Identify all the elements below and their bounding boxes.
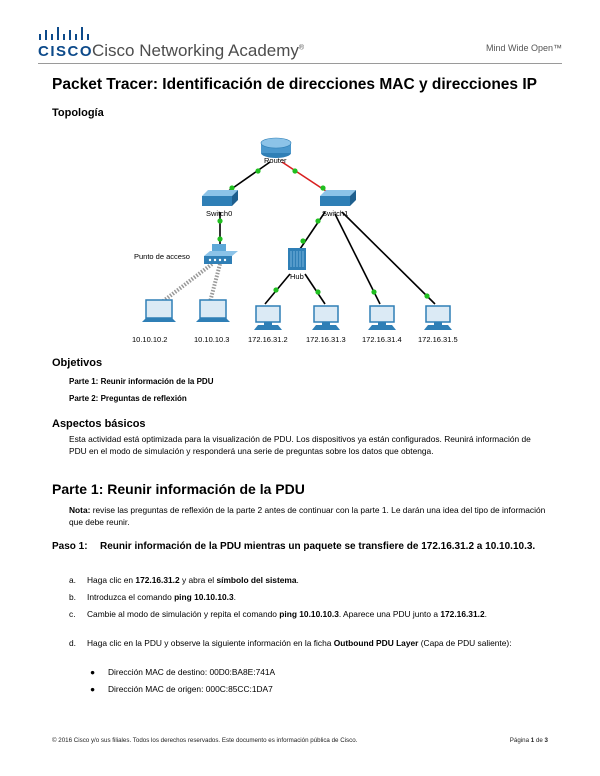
pc1-ip-label: 10.10.10.2: [132, 335, 167, 344]
pc3-ip-label: 172.16.31.2: [248, 335, 288, 344]
background-text: Esta actividad está optimizada para la v…: [69, 434, 531, 456]
laptop-pc1-icon: [142, 299, 176, 322]
footer-page-number: Página 1 de 3: [509, 737, 548, 744]
link-dot: [424, 293, 430, 299]
switch1-icon: [320, 190, 356, 206]
hub-label: Hub: [290, 272, 304, 281]
step1-number: Paso 1:: [52, 541, 88, 552]
pc3-icon: [254, 305, 282, 330]
footer-copyright: © 2016 Cisco y/o sus filiales. Todos los…: [52, 737, 358, 744]
link-dot: [371, 289, 377, 295]
link-dot: [217, 218, 223, 224]
wireless-ap-pc2: [208, 263, 222, 303]
header-divider: [38, 63, 562, 64]
link-switch1-pc6: [341, 211, 436, 305]
router-label: Router: [264, 156, 287, 165]
pc6-ip-label: 172.16.31.5: [418, 335, 458, 344]
switch0-icon: [202, 190, 238, 206]
router-icon: [260, 137, 292, 158]
tagline: Mind Wide Open™: [485, 43, 562, 53]
pc4-ip-label: 172.16.31.3: [306, 335, 346, 344]
step1-title: Reunir información de la PDU mientras un…: [100, 541, 536, 552]
part1-note: Nota: revise las preguntas de reflexión …: [69, 505, 549, 528]
laptop-pc2-icon: [196, 299, 230, 322]
topology-diagram: Router Switch0 Switch1 Punto de acceso H…: [132, 137, 458, 344]
link-dot: [320, 185, 326, 191]
bullet-icon: ●: [90, 684, 96, 694]
objectives-heading: Objetivos: [52, 357, 103, 369]
switch0-label: Switch0: [206, 209, 232, 218]
pc2-ip-label: 10.10.10.3: [194, 335, 229, 344]
link-switch1-pc5: [334, 213, 381, 305]
switch1-label: Switch1: [322, 209, 348, 218]
link-dot: [255, 168, 261, 174]
link-dot: [315, 218, 321, 224]
access-point-icon: [204, 244, 238, 264]
document-title: Packet Tracer: Identificación de direcci…: [52, 76, 537, 93]
link-switch1-hub: [297, 211, 326, 253]
pc5-ip-label: 172.16.31.4: [362, 335, 402, 344]
objective-part1: Parte 1: Reunir información de la PDU: [69, 377, 214, 386]
academy-name: Cisco Networking Academy®: [92, 41, 305, 60]
link-dot: [292, 168, 298, 174]
link-dot: [229, 185, 235, 191]
ap-label: Punto de acceso: [134, 252, 190, 261]
pc4-icon: [312, 305, 340, 330]
part1-heading: Parte 1: Reunir información de la PDU: [52, 481, 305, 497]
background-heading: Aspectos básicos: [52, 418, 146, 430]
note-text: revise las preguntas de reflexión de la …: [69, 505, 546, 527]
link-dot: [315, 289, 321, 295]
link-dot: [217, 236, 223, 242]
note-label: Nota:: [69, 505, 91, 515]
wireless-ap-pc1: [160, 262, 214, 304]
pc6-icon: [424, 305, 452, 330]
topology-heading: Topología: [52, 107, 104, 119]
hub-icon: [288, 248, 306, 270]
objective-part2: Parte 2: Preguntas de reflexión: [69, 394, 187, 403]
link-hub-pc4: [304, 273, 326, 305]
cisco-bars-icon: [39, 27, 89, 40]
pc5-icon: [368, 305, 396, 330]
bullet-icon: ●: [90, 667, 96, 677]
link-dot: [300, 238, 306, 244]
cisco-wordmark: CISCO: [38, 43, 94, 60]
link-dot: [273, 287, 279, 293]
